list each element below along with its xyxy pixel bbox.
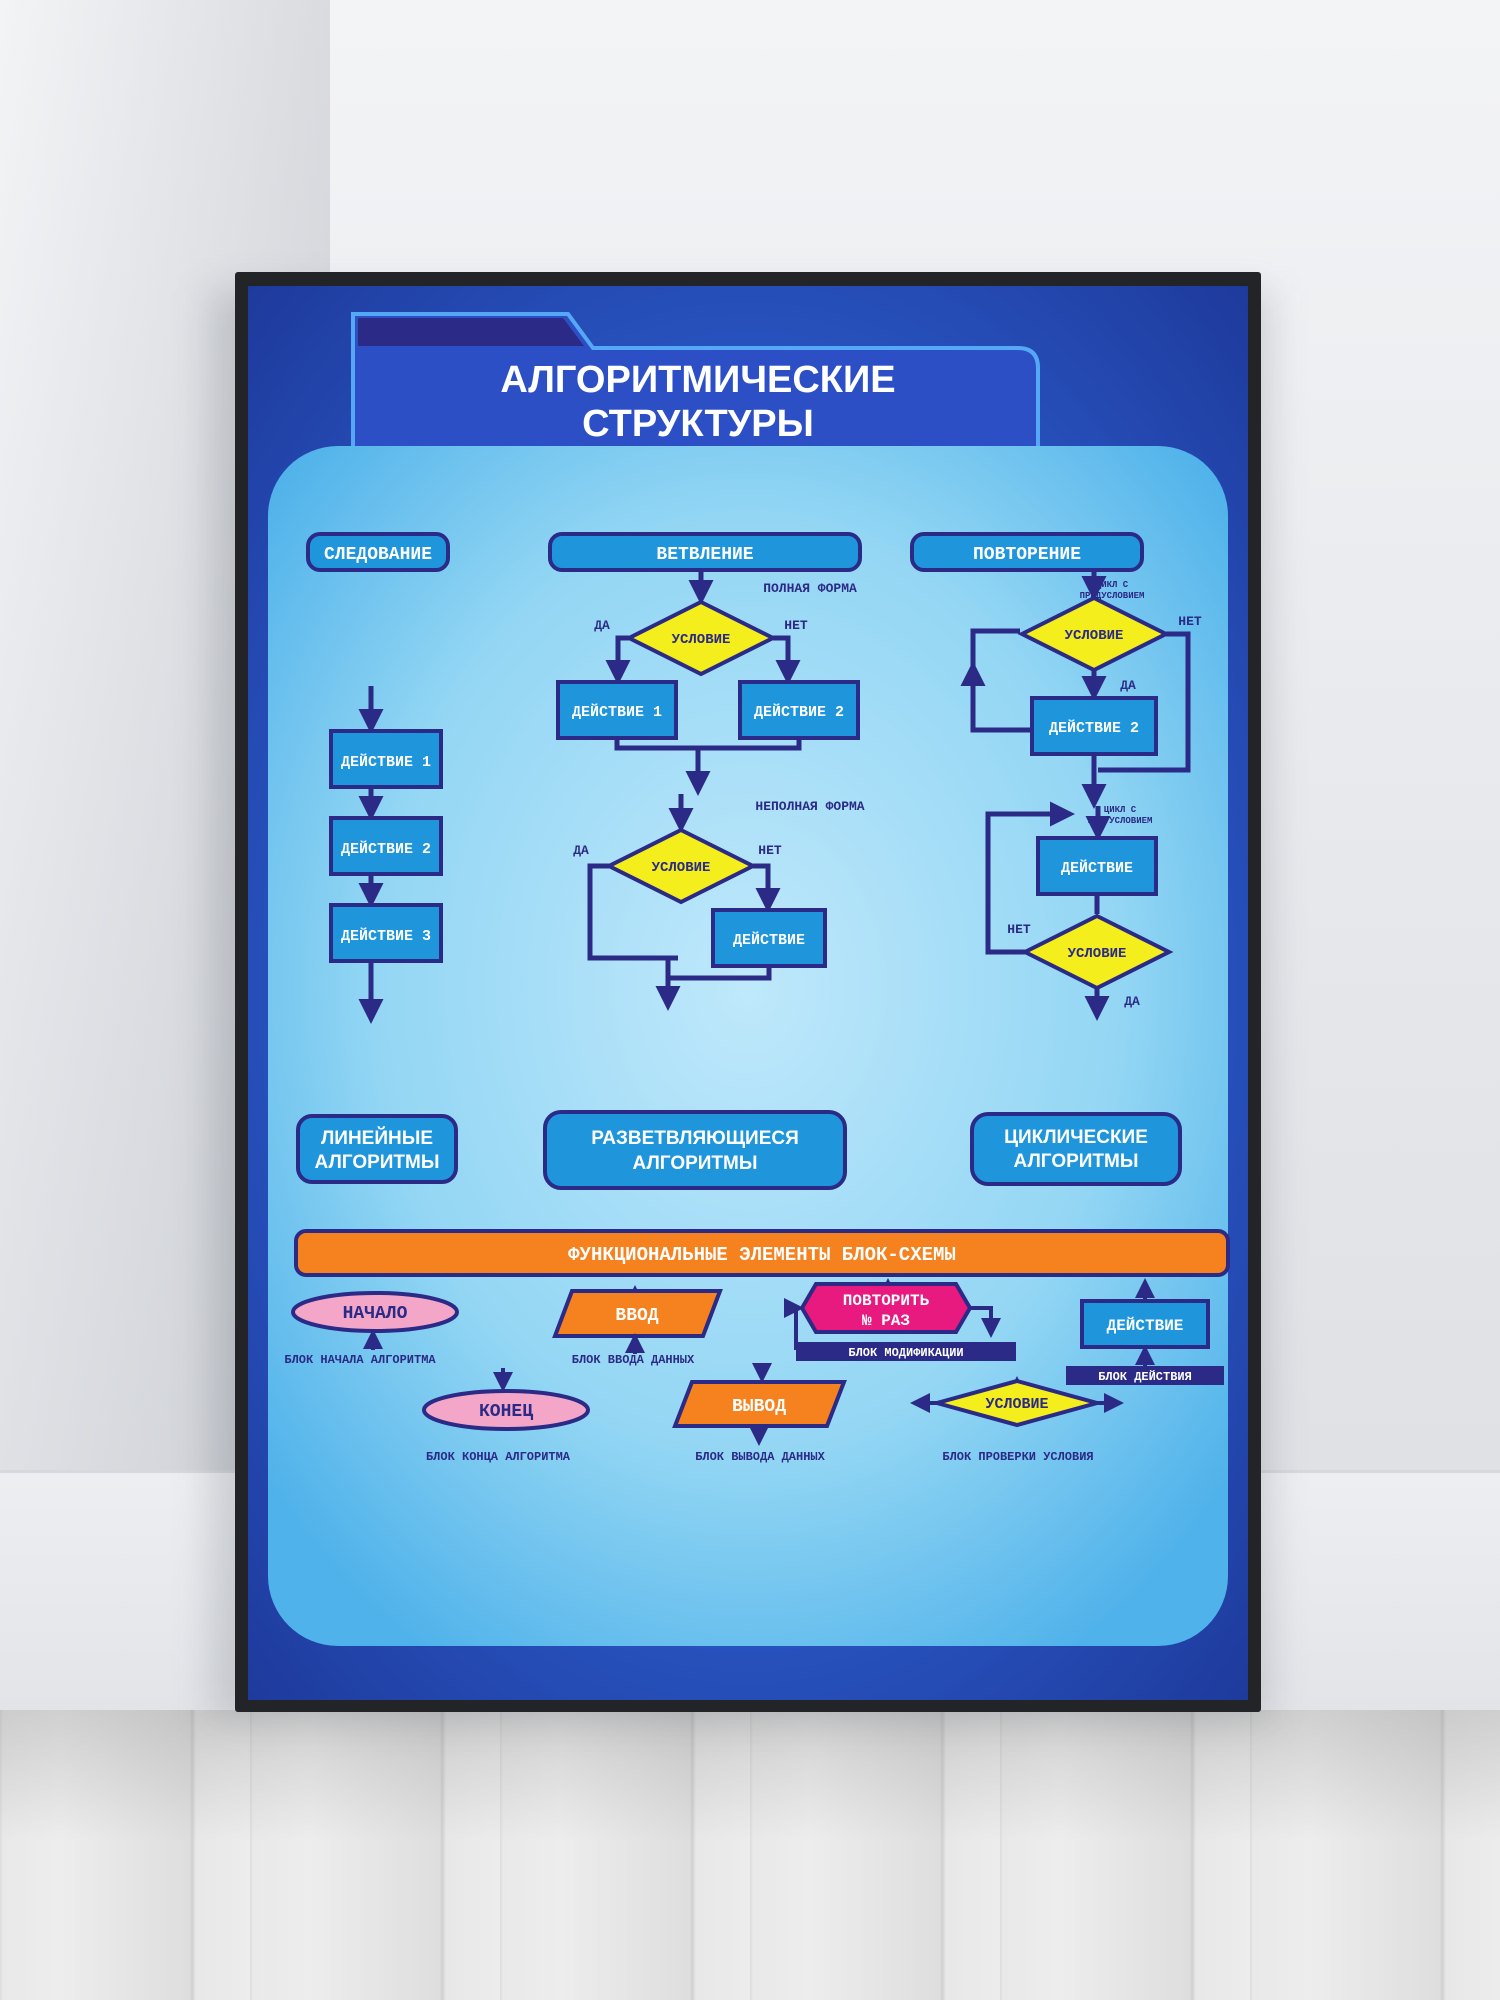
rep-post-no: НЕТ (1007, 922, 1031, 937)
result-linear-line-2: АЛГОРИТМЫ (315, 1152, 440, 1173)
label-full-form: ПОЛНАЯ ФОРМА (763, 581, 857, 596)
branch-part-no: НЕТ (758, 843, 782, 858)
rep-post-action-label: ДЕЙСТВИЕ (1061, 859, 1133, 877)
rep-pre-no: НЕТ (1178, 614, 1202, 629)
result-branching-line-2: АЛГОРИТМЫ (633, 1153, 758, 1174)
poster-diagram: АЛГОРИТМИЧЕСКИЕ СТРУКТУРЫ СЛЕДОВАНИЕ ДЕЙ… (248, 286, 1248, 1700)
result-branching (545, 1112, 845, 1188)
element-loop-line-1: ПОВТОРИТЬ (843, 1292, 930, 1310)
element-condition-label: УСЛОВИЕ (985, 1396, 1048, 1413)
branch-part-condition-label: УСЛОВИЕ (652, 860, 711, 876)
seq-action-1-label: ДЕЙСТВИЕ 1 (341, 753, 431, 771)
branch-part-yes: ДА (573, 843, 589, 858)
element-condition-caption: БЛОК ПРОВЕРКИ УСЛОВИЯ (942, 1450, 1093, 1464)
element-start-caption: БЛОК НАЧАЛА АЛГОРИТМА (284, 1353, 436, 1367)
result-cyclic-line-1: ЦИКЛИЧЕСКИЕ (1004, 1127, 1148, 1148)
seq-action-3-label: ДЕЙСТВИЕ 3 (341, 927, 431, 945)
title-line-1: АЛГОРИТМИЧЕСКИЕ (500, 359, 895, 401)
result-linear-line-1: ЛИНЕЙНЫЕ (321, 1127, 433, 1149)
label-post-line-1: ЦИКЛ С (1104, 805, 1137, 815)
label-pre-line-1: ЦИКЛ С (1096, 580, 1129, 590)
elements-header-label: ФУНКЦИОНАЛЬНЫЕ ЭЛЕМЕНТЫ БЛОК-СХЕМЫ (568, 1244, 956, 1266)
branch-full-no: НЕТ (784, 618, 808, 633)
element-loop-caption: БЛОК МОДИФИКАЦИИ (848, 1346, 963, 1360)
result-cyclic (972, 1114, 1180, 1184)
title-tab-corner (358, 318, 584, 346)
branch-full-yes: ДА (594, 618, 610, 633)
branch-full-condition-label: УСЛОВИЕ (672, 632, 731, 648)
poster: АЛГОРИТМИЧЕСКИЕ СТРУКТУРЫ СЛЕДОВАНИЕ ДЕЙ… (248, 286, 1248, 1700)
result-cyclic-line-2: АЛГОРИТМЫ (1014, 1151, 1139, 1172)
element-action-label: ДЕЙСТВИЕ (1107, 1316, 1184, 1335)
floor-shade (0, 1710, 1500, 2000)
header-branching-label: ВЕТВЛЕНИЕ (656, 545, 753, 565)
header-sequence-label: СЛЕДОВАНИЕ (324, 545, 432, 565)
seq-action-2-label: ДЕЙСТВИЕ 2 (341, 840, 431, 858)
label-partial-form: НЕПОЛНАЯ ФОРМА (755, 799, 864, 814)
element-loop-line-2: № РАЗ (862, 1312, 910, 1330)
element-input-label: ВВОД (615, 1306, 658, 1326)
element-output-caption: БЛОК ВЫВОДА ДАННЫХ (695, 1450, 825, 1464)
element-start-label: НАЧАЛО (343, 1304, 408, 1324)
branch-part-action-label: ДЕЙСТВИЕ (733, 931, 805, 949)
element-end-caption: БЛОК КОНЦА АЛГОРИТМА (426, 1450, 571, 1464)
element-end-label: КОНЕЦ (479, 1402, 533, 1422)
element-action-caption: БЛОК ДЕЙСТВИЯ (1098, 1369, 1192, 1384)
branch-action-2-label: ДЕЙСТВИЕ 2 (754, 703, 844, 721)
rep-pre-yes: ДА (1120, 678, 1136, 693)
result-branching-line-1: РАЗВЕТВЛЯЮЩИЕСЯ (591, 1128, 799, 1149)
rep-post-condition-label: УСЛОВИЕ (1068, 946, 1127, 962)
branch-action-1-label: ДЕЙСТВИЕ 1 (572, 703, 662, 721)
element-output-label: ВЫВОД (732, 1397, 786, 1417)
header-repetition-label: ПОВТОРЕНИЕ (973, 545, 1081, 565)
rep-post-yes: ДА (1124, 994, 1140, 1009)
element-input-caption: БЛОК ВВОДА ДАННЫХ (572, 1353, 695, 1367)
rep-pre-action-label: ДЕЙСТВИЕ 2 (1049, 719, 1139, 737)
title-line-2: СТРУКТУРЫ (582, 403, 814, 445)
rep-pre-condition-label: УСЛОВИЕ (1065, 628, 1124, 644)
